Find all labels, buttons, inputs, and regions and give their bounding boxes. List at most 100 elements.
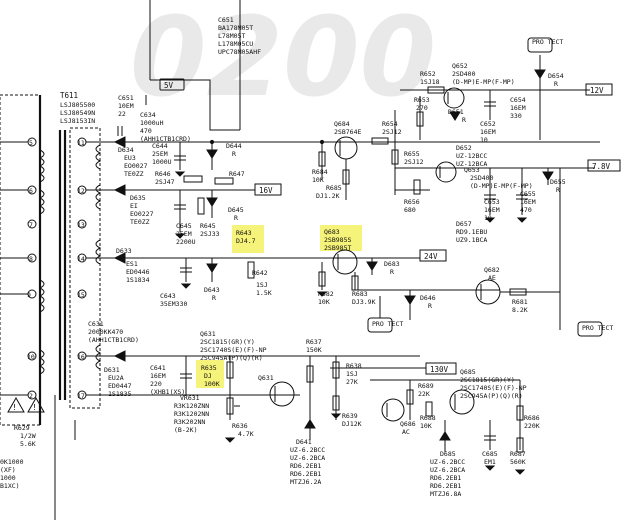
- d631-p3: 1S1835: [108, 390, 132, 398]
- c685-name: C685: [482, 450, 498, 458]
- left-text-4: B1XC): [0, 482, 20, 490]
- c651-p4: UPC78M05AHF: [218, 48, 261, 56]
- c651b-name: C651: [118, 94, 134, 102]
- r653-p1: 270: [416, 104, 428, 112]
- r643-name: R643: [236, 229, 252, 237]
- r652-p1: 1SJ18: [420, 78, 440, 86]
- d685-p2: UZ-6.2BCA: [430, 466, 465, 474]
- d683-p1: R: [390, 268, 394, 276]
- t611-p3: LSJ8153IN: [60, 117, 95, 125]
- r689-p1: 22K: [418, 390, 430, 398]
- c631-p1: 2000KK470: [88, 328, 123, 336]
- c651-name: C651: [218, 16, 234, 24]
- d633-p3: 1S1834: [126, 276, 150, 284]
- d646-name: D646: [420, 294, 436, 302]
- t611-p2: LSJ80549N: [60, 109, 95, 117]
- q685-p2: 2SC1740S(E)(F)-NP: [460, 384, 527, 392]
- r683-name: R683: [352, 290, 368, 298]
- q631-name: Q631: [200, 330, 216, 338]
- pin-17: 17: [77, 392, 85, 400]
- c651b-p1: 10EM: [118, 102, 134, 110]
- q685-p3: 2SC945A(P)(Q)(R): [460, 392, 523, 400]
- d644-p1: R: [232, 150, 236, 158]
- c654-p2: 330: [510, 112, 522, 120]
- t611-name: T611: [60, 91, 78, 100]
- c644-name: C644: [152, 142, 168, 150]
- rail-24v: 24V: [424, 252, 438, 261]
- d655-p1: R: [556, 186, 560, 194]
- r646-p1: 2SJ47: [155, 178, 175, 186]
- r642-name: R642: [252, 269, 268, 277]
- r687-name: R687: [510, 450, 526, 458]
- d685-name: D685: [440, 450, 456, 458]
- pin-9: 9: [27, 291, 31, 299]
- q631-p3: 2SC945A(P)(Q)(R): [200, 354, 263, 362]
- c652-p2: 10: [480, 136, 488, 144]
- r629-p1: 1/2W: [20, 432, 36, 440]
- q685-p1: 2SC1815(GR)(Y): [460, 376, 515, 384]
- r638-name: R638: [346, 362, 362, 370]
- r655-name: R655: [404, 150, 420, 158]
- r655-p1: 2SJ12: [404, 158, 424, 166]
- transformer-t611: [0, 94, 102, 426]
- pin-11: 11: [77, 139, 85, 147]
- d685-p3: RD6.2EB1: [430, 474, 461, 482]
- c653-p1: 16EM: [484, 206, 500, 214]
- c634-name: C634: [140, 111, 156, 119]
- left-text-2: (XF): [0, 466, 16, 474]
- c651-p1: BA178M05T: [218, 24, 253, 32]
- r687-p1: 560K: [510, 458, 526, 466]
- q686-name: Q686: [400, 420, 416, 428]
- r682-name: R682: [318, 290, 334, 298]
- warning-icon: [7, 396, 25, 413]
- q683-p1: 2SB985S: [324, 236, 351, 244]
- q685-name: Q685: [460, 368, 476, 376]
- rail-7-8v: 7.8V: [592, 162, 611, 171]
- d646-p1: R: [428, 302, 432, 310]
- pin-7: 7: [29, 221, 33, 229]
- r681-name: R681: [512, 298, 528, 306]
- r688-p1: 10K: [420, 422, 432, 430]
- d641-p2: UZ-6.2BCA: [290, 454, 325, 462]
- d657-name: D657: [456, 220, 472, 228]
- c645-name: C645: [176, 222, 192, 230]
- r688-name: R688: [420, 414, 436, 422]
- r629-p2: 5.6K: [20, 440, 36, 448]
- q684-p1: 2SB764E: [334, 128, 361, 136]
- c654-p1: 16EM: [510, 104, 526, 112]
- r636-p1: 4.7K: [238, 430, 254, 438]
- c651-p2: L78M05T: [218, 32, 245, 40]
- q682-p1: AE: [488, 274, 496, 282]
- r635-p2: 100K: [204, 380, 220, 388]
- r684-p1: 10K: [312, 176, 324, 184]
- d635-name: D635: [130, 194, 146, 202]
- c653-name: C653: [484, 198, 500, 206]
- svg-text:!: !: [33, 403, 36, 412]
- r681-p1: 8.2K: [512, 306, 528, 314]
- d634-name: D634: [118, 146, 134, 154]
- pin-2: 2: [29, 392, 33, 400]
- pin-6: 6: [29, 187, 33, 195]
- q652-p1: 2SD400: [452, 70, 476, 78]
- pin-5: 5: [29, 139, 33, 147]
- c685-p1: EM1: [484, 458, 496, 466]
- c643-name: C643: [160, 292, 176, 300]
- prot-label-1: PRO TECT: [532, 38, 563, 46]
- c644-p2: 1000U: [152, 158, 172, 166]
- ground-icon: [174, 171, 528, 475]
- svg-text:!: !: [13, 403, 16, 412]
- c641-p2: 220: [150, 380, 162, 388]
- c651b-p2: 22: [118, 110, 126, 118]
- c652-p1: 16EM: [480, 128, 496, 136]
- r656-name: R656: [404, 198, 420, 206]
- d641-name: D641: [296, 438, 312, 446]
- prot-label-2: PRO TECT: [372, 320, 403, 328]
- d683-name: D683: [384, 260, 400, 268]
- d652-name: D652: [456, 144, 472, 152]
- c643-p1: 35EM330: [160, 300, 187, 308]
- d641-p1: UZ-6.2BCC: [290, 446, 325, 454]
- r637-p1: 150K: [306, 346, 322, 354]
- d633-name: D633: [116, 247, 132, 255]
